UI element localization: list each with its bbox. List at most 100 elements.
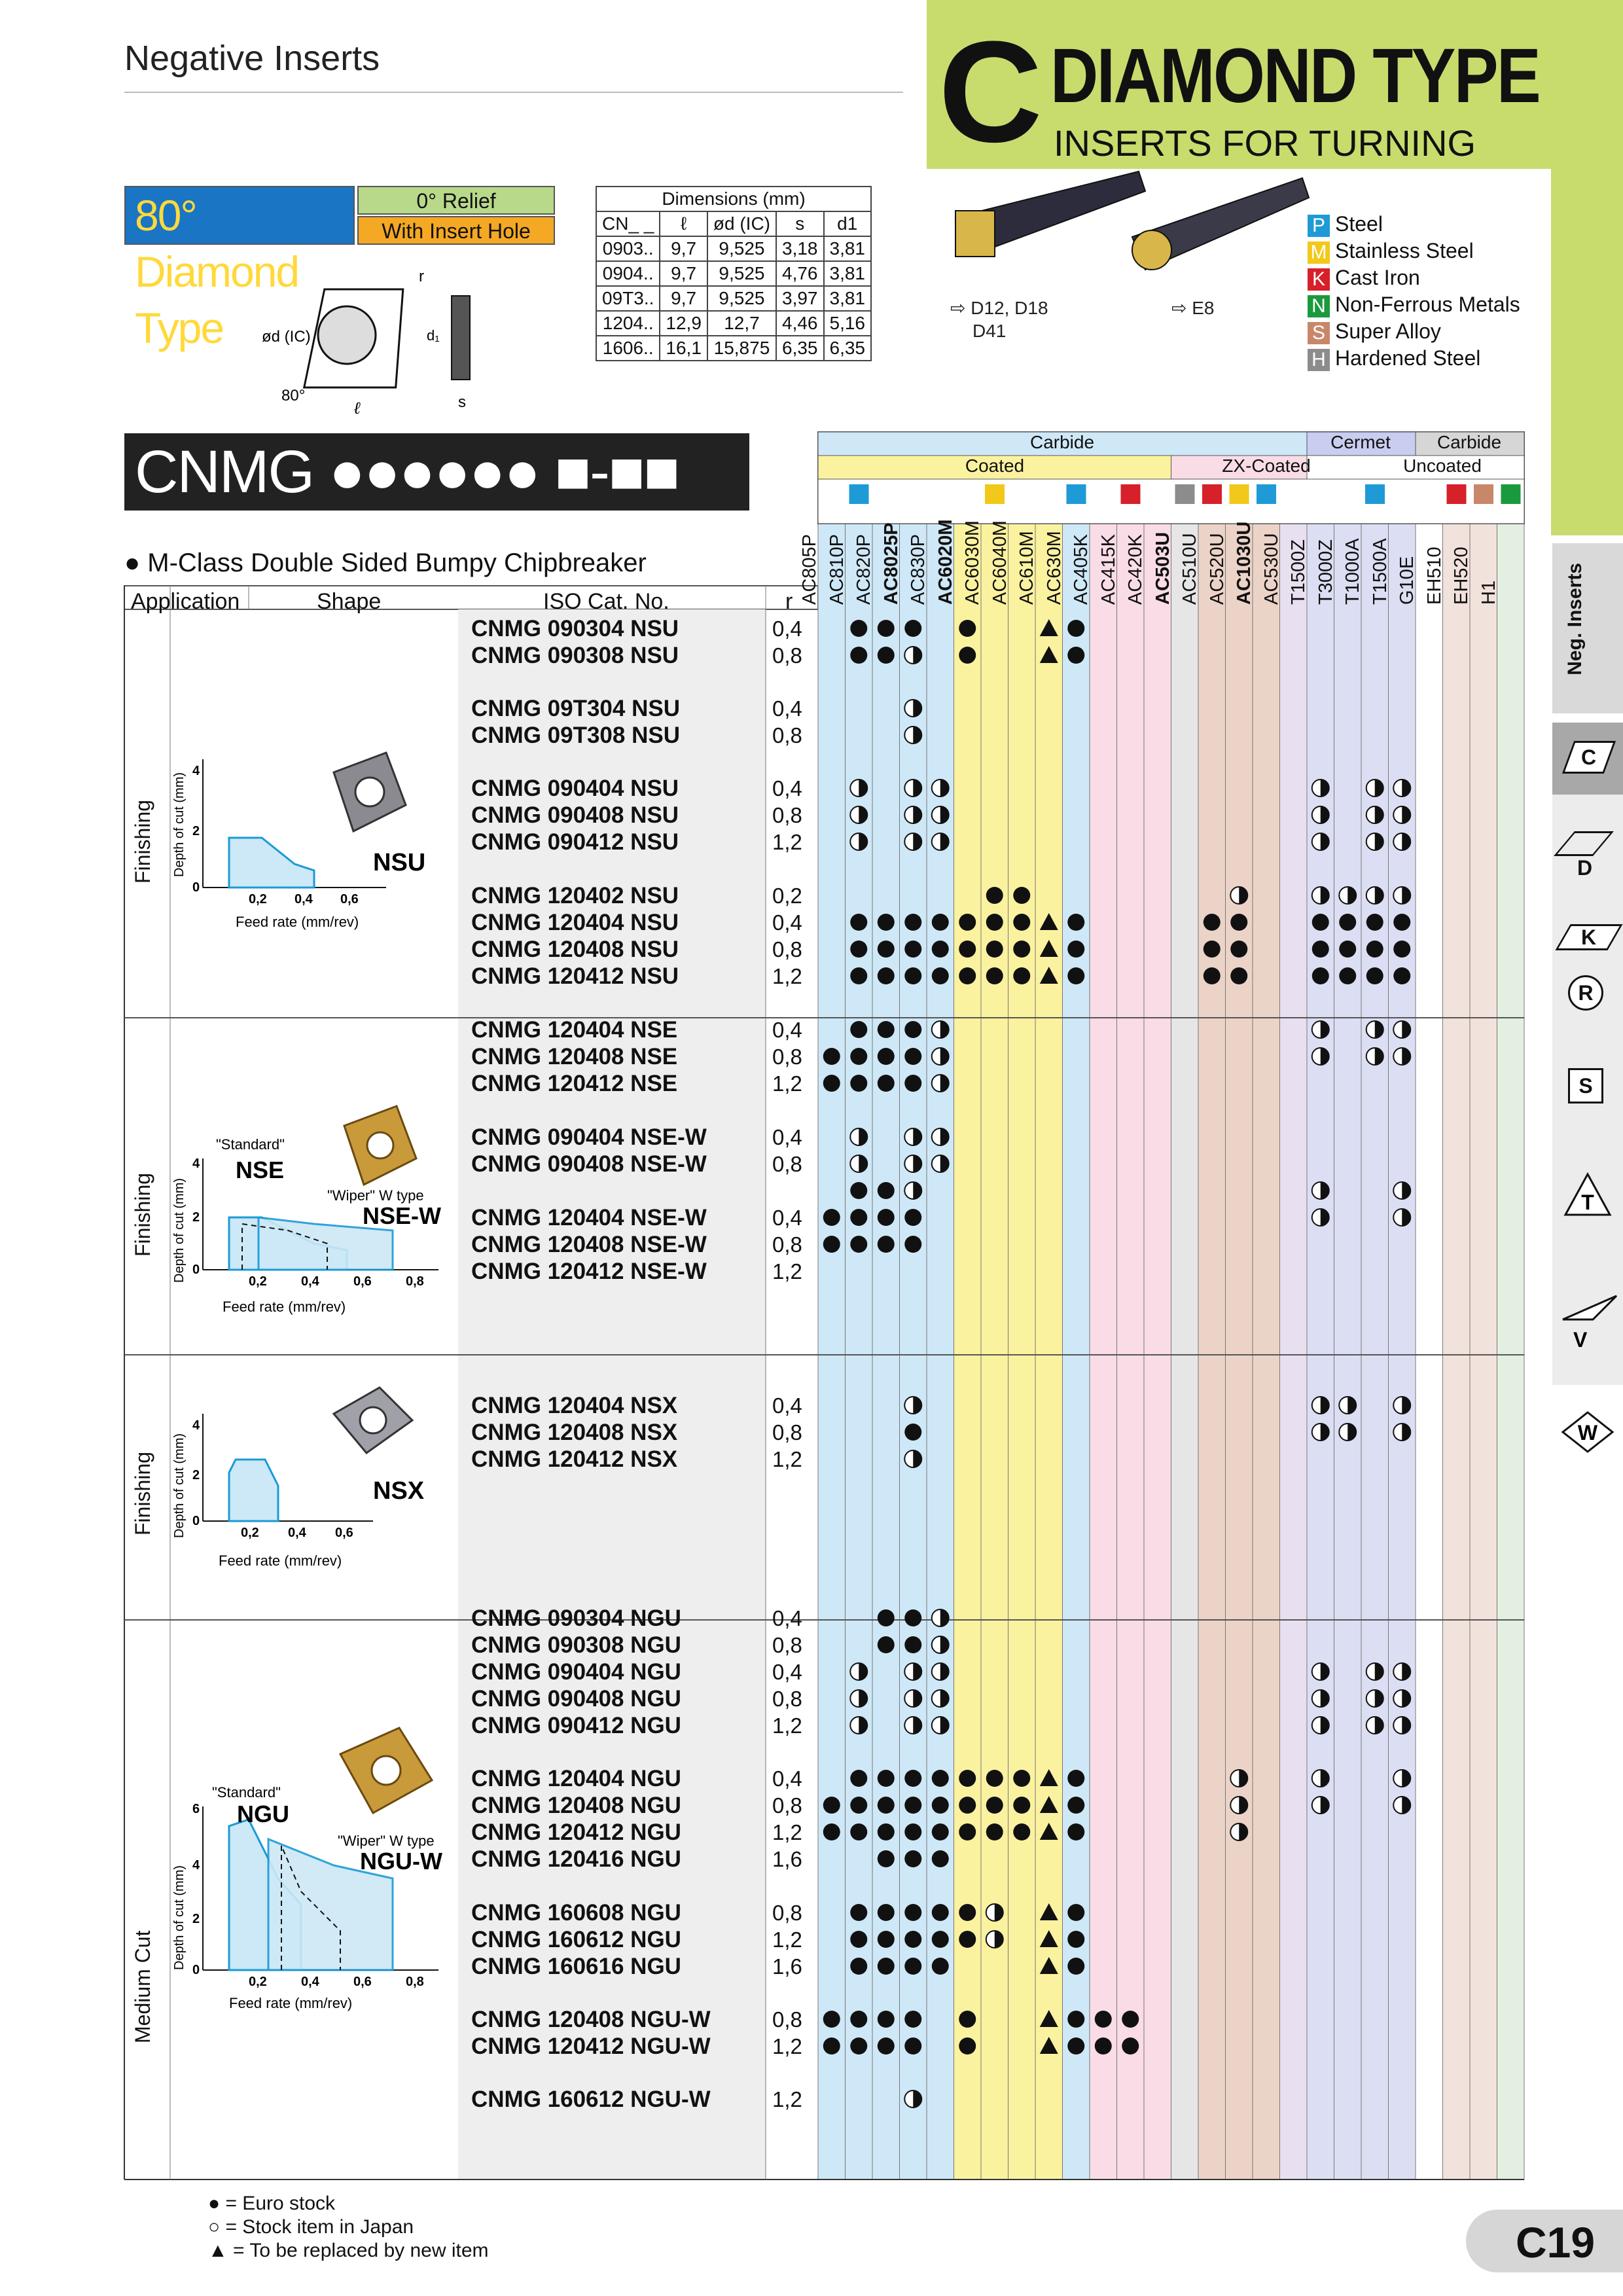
stock-japan-mark-half [940,1717,949,1734]
corner-radius: 0,8 [772,937,802,961]
stock-japan-mark-half [913,1690,922,1707]
dimensions-header: d1 [823,211,872,237]
grade-name: AC1030U [1234,521,1255,605]
stock-euro-mark [931,1770,949,1787]
iso-cat-no: CNMG 090404 NSU [471,776,679,801]
header-banner [927,0,1623,169]
insert-side-view [451,295,471,380]
iso-cat-no: CNMG 09T304 NSU [471,696,680,721]
stock-japan-mark-half [1320,1209,1329,1226]
standard-label: "Standard" [216,1136,285,1153]
side-tab-r[interactable]: R [1568,975,1603,1011]
stock-euro-mark [1230,914,1248,931]
y-axis-label: Depth of cut (mm) [172,1178,187,1283]
y-axis-label: Depth of cut (mm) [172,1865,187,1970]
corner-radius: 1,2 [772,1447,802,1471]
standard-label: "Standard" [212,1784,281,1801]
stock-euro-mark [904,1823,922,1840]
stock-euro-mark [1393,914,1411,931]
grade-column [872,523,900,2180]
grade-column [1252,523,1280,2180]
corner-radius: 0,4 [772,1018,802,1042]
designation-banner: CNMG ●●●●●● ■-■■ [124,433,749,511]
dim-label-s: s [458,393,466,411]
corner-radius: 0,4 [772,1606,802,1630]
stock-euro-mark [904,914,922,931]
svg-text:4: 4 [192,1418,200,1433]
corner-radius: 0,8 [772,1687,802,1711]
stock-japan-mark-half [859,780,868,797]
material-badge [1229,484,1249,504]
grade-name: AC420K [1125,533,1146,605]
stock-japan-mark-half [1374,887,1383,904]
stock-japan-mark-half [913,1717,922,1734]
grade-column [1415,523,1443,2180]
stock-japan-mark-half [1239,887,1248,904]
stock-euro-mark [877,1823,895,1840]
material-badge [1365,484,1385,504]
page-number-tab [1466,2210,1623,2272]
side-tab-w[interactable]: W [1560,1410,1615,1456]
material-name: Super Alloy [1335,319,1441,343]
grade-name: G10E [1397,556,1418,605]
grade-name: AC510U [1179,533,1200,605]
svg-text:0,4: 0,4 [288,1526,307,1540]
stock-euro-mark [931,1931,949,1948]
iso-cat-no: CNMG 120408 NSE [471,1044,678,1069]
svg-text:0,2: 0,2 [241,1526,259,1540]
stock-japan-mark-half [1320,1182,1329,1199]
stock-euro-mark [850,620,868,637]
stock-euro-mark [986,914,1003,931]
grade-column-header: H1 [1478,524,1522,609]
stock-euro-mark [931,941,949,958]
material-code-badge: H [1308,348,1330,371]
dimensions-cell: 3,97 [776,285,825,312]
insert-diagram: ød (IC) 80° ℓ r d₁ s [262,270,471,418]
side-tab-d[interactable]: D [1554,831,1614,880]
svg-text:0,2: 0,2 [249,1975,267,1989]
side-tab-neg-inserts[interactable]: Neg. Inserts [1552,543,1623,713]
dimensions-header: ød (IC) [706,211,777,237]
relief-label: 0° Relief [357,186,555,215]
stock-euro-mark [986,1797,1003,1814]
stock-euro-mark [904,2037,922,2054]
stock-japan-mark-half [1320,1770,1329,1787]
grade-name: T1500A [1369,538,1391,605]
iso-cat-no: CNMG 120404 NSX [471,1393,678,1418]
stock-japan-mark-half [1402,1690,1411,1707]
tool-caption-1b: D41 [972,321,1007,341]
side-tab-s[interactable]: S [1568,1068,1603,1103]
side-tab-c[interactable]: C [1552,723,1623,795]
grade-column [1143,523,1171,2180]
stock-japan-mark-half [940,1128,949,1145]
side-tab-t[interactable]: T [1563,1172,1613,1217]
side-tab-v[interactable]: V [1560,1293,1619,1352]
chipbreaker-label: NSE [236,1157,284,1183]
y-tick: 0 [192,880,200,895]
stock-euro-mark [1067,967,1085,984]
stock-japan-mark-half [940,1690,949,1707]
dimensions-cell: 1606.. [595,335,661,361]
stock-japan-mark-half [1239,1797,1248,1814]
material-code-badge: N [1308,295,1330,317]
grade-column [1171,523,1199,2180]
corner-radius: 1,2 [772,1928,802,1952]
chipbreaker-chart-ngu: 6 4 2 0 0,2 0,4 0,6 0,8 Feed rate (mm/re… [172,1784,442,2011]
stock-japan-mark-half [940,1609,949,1626]
stock-japan-mark-half [940,1048,949,1065]
grade-column [1334,523,1362,2180]
stock-japan-mark-half [859,1663,868,1680]
iso-cat-no: CNMG 120404 NSE-W [471,1205,707,1230]
material-badge [1257,484,1276,504]
grade-column [1116,523,1145,2180]
corner-radius: 0,8 [772,1901,802,1925]
dimensions-title: Dimensions (mm) [596,186,872,212]
dimensions-cell: 9,525 [706,236,777,262]
grade-column [845,523,873,2180]
corner-radius: 0,4 [772,1767,802,1791]
stock-euro-mark [904,1424,922,1441]
stock-japan-mark-half [1402,1021,1411,1038]
footnote-replace: ▲ = To be replaced by new item [208,2240,489,2261]
